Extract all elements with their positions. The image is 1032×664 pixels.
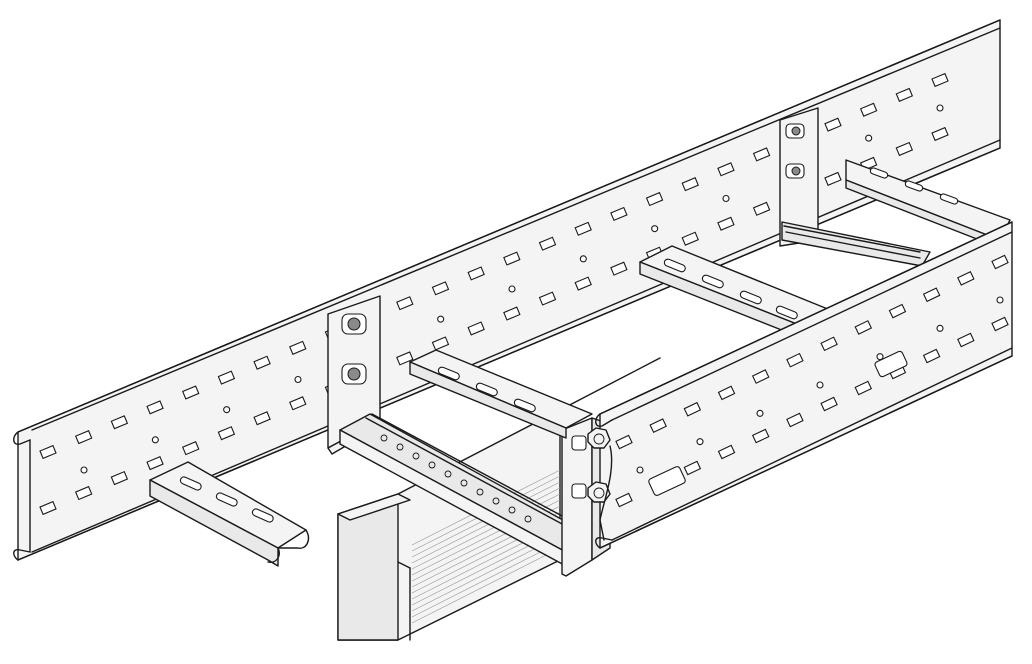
rail-slot: [683, 401, 702, 417]
rail-hole: [80, 466, 88, 474]
rail-slot: [645, 191, 664, 207]
rail-slot: [824, 171, 842, 186]
rail-slot: [957, 332, 975, 348]
back-side-rail: [13, 19, 1001, 561]
rail-slot: [574, 276, 592, 291]
ladder-rung-loose: [149, 461, 310, 567]
cable-bundle-icon: [337, 357, 661, 641]
rail-slot: [467, 321, 485, 336]
rail-slot: [752, 147, 771, 162]
rail-slot: [538, 291, 557, 306]
rail-hole: [437, 315, 445, 323]
rail-slot: [751, 369, 770, 384]
rail-hole: [579, 255, 587, 263]
rail-slot: [820, 336, 838, 352]
rail-hole: [722, 194, 730, 203]
front-side-rail: [595, 221, 1013, 549]
rail-slot: [289, 396, 307, 411]
rail-slot: [991, 254, 1009, 270]
hex-bolt-icon: [587, 427, 613, 541]
rail-hole: [756, 409, 764, 417]
rail-slot: [895, 141, 914, 157]
rail-slot: [681, 177, 699, 192]
rail-slot: [820, 396, 838, 412]
rail-slot: [110, 470, 129, 486]
rail-slot: [824, 117, 842, 132]
ladder-rung-front: [409, 349, 593, 439]
rail-hole: [816, 381, 824, 389]
rail-slot: [610, 206, 628, 222]
rail-slot: [431, 336, 450, 351]
rail-slot: [538, 236, 557, 251]
rail-hole: [151, 436, 159, 444]
rail-slot: [574, 221, 592, 236]
wall-bracket-back: [779, 107, 931, 267]
rail-slot: [717, 444, 736, 460]
rail-slot: [181, 441, 200, 456]
rail-slot: [289, 340, 307, 355]
rail-slot: [888, 303, 907, 319]
rail-slot: [253, 411, 271, 426]
rail-hole: [651, 225, 659, 233]
rail-slot: [717, 216, 735, 231]
rail-slot: [217, 426, 236, 441]
rail-hole: [996, 296, 1004, 304]
rail-slot: [991, 316, 1009, 332]
rail-slot: [649, 418, 667, 434]
rail-slot: [854, 320, 873, 335]
rail-slot: [922, 287, 941, 303]
bracket-arm-dots: [380, 434, 532, 523]
rail-slot: [110, 415, 129, 430]
rail-hole: [876, 353, 884, 361]
rail-slot: [467, 266, 485, 281]
rail-slot: [503, 251, 521, 266]
rail-slot: [717, 385, 736, 401]
rail-slot: [396, 296, 414, 311]
rail-slot: [146, 456, 164, 471]
rail-hole: [508, 285, 516, 293]
rail-slot: [854, 380, 873, 396]
rail-hole: [223, 406, 231, 414]
back-rail-slot-pattern: [39, 72, 949, 516]
rail-slot: [786, 352, 804, 368]
rail-slot: [717, 162, 735, 177]
rail-slot: [931, 72, 949, 88]
rail-hole: [936, 104, 944, 112]
rail-slot: [74, 430, 93, 445]
rail-slot: [922, 348, 941, 364]
rail-hole: [636, 466, 644, 474]
rail-slot: [615, 434, 633, 450]
rail-slot: [503, 306, 521, 321]
rail-slot: [895, 87, 914, 102]
rail-slot: [859, 102, 878, 117]
rail-hole: [865, 134, 873, 142]
rail-slot: [683, 460, 702, 476]
rail-slot: [74, 485, 93, 501]
rail-slot: [217, 370, 236, 385]
rail-slot: [931, 126, 949, 142]
rail-slot: [751, 428, 770, 444]
rail-hole: [294, 375, 302, 384]
rail-slot: [146, 400, 164, 415]
rail-slot: [182, 385, 200, 400]
wall-bracket-front: [327, 295, 611, 577]
ladder-rung-middle: [639, 245, 851, 347]
rail-slot: [39, 444, 57, 460]
rail-slot: [253, 355, 271, 370]
rail-slot: [396, 351, 414, 366]
rail-slot: [615, 492, 633, 508]
rail-slot: [431, 281, 450, 296]
rail-hole: [936, 324, 944, 332]
rail-slot: [752, 201, 771, 216]
rail-slot: [957, 270, 975, 286]
rail-hole: [696, 438, 704, 446]
rail-slot: [681, 231, 699, 246]
rail-slot: [786, 412, 804, 428]
rail-slot: [39, 500, 57, 516]
rail-slot: [610, 261, 628, 276]
